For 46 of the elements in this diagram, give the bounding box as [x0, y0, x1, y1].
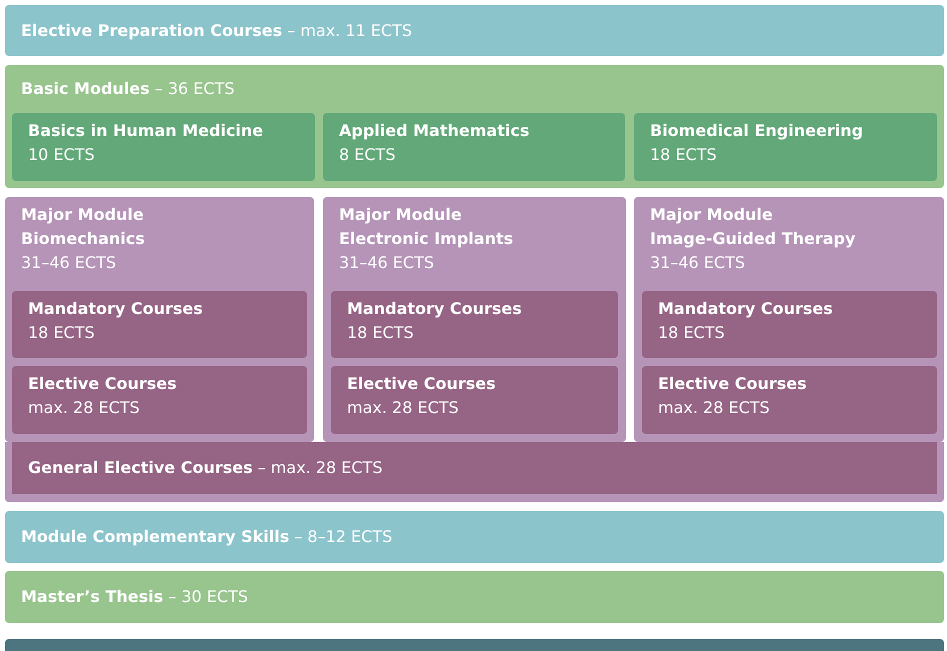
band-box	[5, 511, 944, 563]
major-module-box	[5, 197, 314, 442]
box-title: General Elective Courses – max. 28 ECTS	[28, 457, 382, 479]
credit-text: 8 ECTS	[339, 144, 396, 166]
course-box	[12, 291, 307, 358]
course-box	[642, 366, 937, 434]
box-title: Major Module Image-Guided Therapy	[650, 204, 856, 250]
box-title: Mandatory Courses	[28, 298, 204, 320]
course-box	[331, 366, 618, 434]
credit-text: 18 ECTS	[658, 322, 726, 344]
box-title: Major Module Electronic Implants	[339, 204, 514, 250]
box-title: Elective Courses	[658, 373, 808, 395]
box-title: Basics in Human Medicine	[28, 120, 264, 142]
box-title: Elective Preparation Courses – max. 11 ECTS	[21, 20, 412, 42]
band-box	[5, 5, 944, 56]
module-box	[12, 113, 315, 181]
module-group-box	[5, 65, 944, 188]
course-box	[642, 291, 937, 358]
credit-text: max. 28 ECTS	[347, 397, 460, 419]
box-title: Mandatory Courses	[347, 298, 523, 320]
box-title: Basic Modules – 36 ECTS	[21, 78, 236, 100]
box-title: Applied Mathematics	[339, 120, 530, 142]
box-title: Elective Courses	[28, 373, 178, 395]
credit-text: 10 ECTS	[28, 144, 96, 166]
box-title: Elective Courses	[347, 373, 497, 395]
course-box	[331, 291, 618, 358]
credit-text: 31–46 ECTS	[21, 252, 118, 274]
box-title: Major Module Biomechanics	[21, 204, 146, 250]
module-box	[323, 113, 625, 181]
credit-text: 31–46 ECTS	[650, 252, 746, 274]
course-box	[12, 366, 307, 434]
major-module-box	[323, 197, 626, 442]
credit-text: 18 ECTS	[28, 322, 96, 344]
major-module-box	[634, 197, 944, 442]
box-title: Module Complementary Skills – 8–12 ECTS	[21, 526, 392, 548]
box-title: Mandatory Courses	[658, 298, 834, 320]
course-box	[5, 442, 944, 502]
credit-text: 18 ECTS	[347, 322, 415, 344]
credit-text: 18 ECTS	[650, 144, 718, 166]
credit-text: max. 28 ECTS	[658, 397, 771, 419]
module-box	[634, 113, 937, 181]
box-title: Master’s Thesis – 30 ECTS	[21, 586, 248, 608]
credit-text: 31–46 ECTS	[339, 252, 436, 274]
credit-text: max. 28 ECTS	[28, 397, 141, 419]
box-title: Biomedical Engineering	[650, 120, 864, 142]
band-box	[5, 571, 944, 623]
